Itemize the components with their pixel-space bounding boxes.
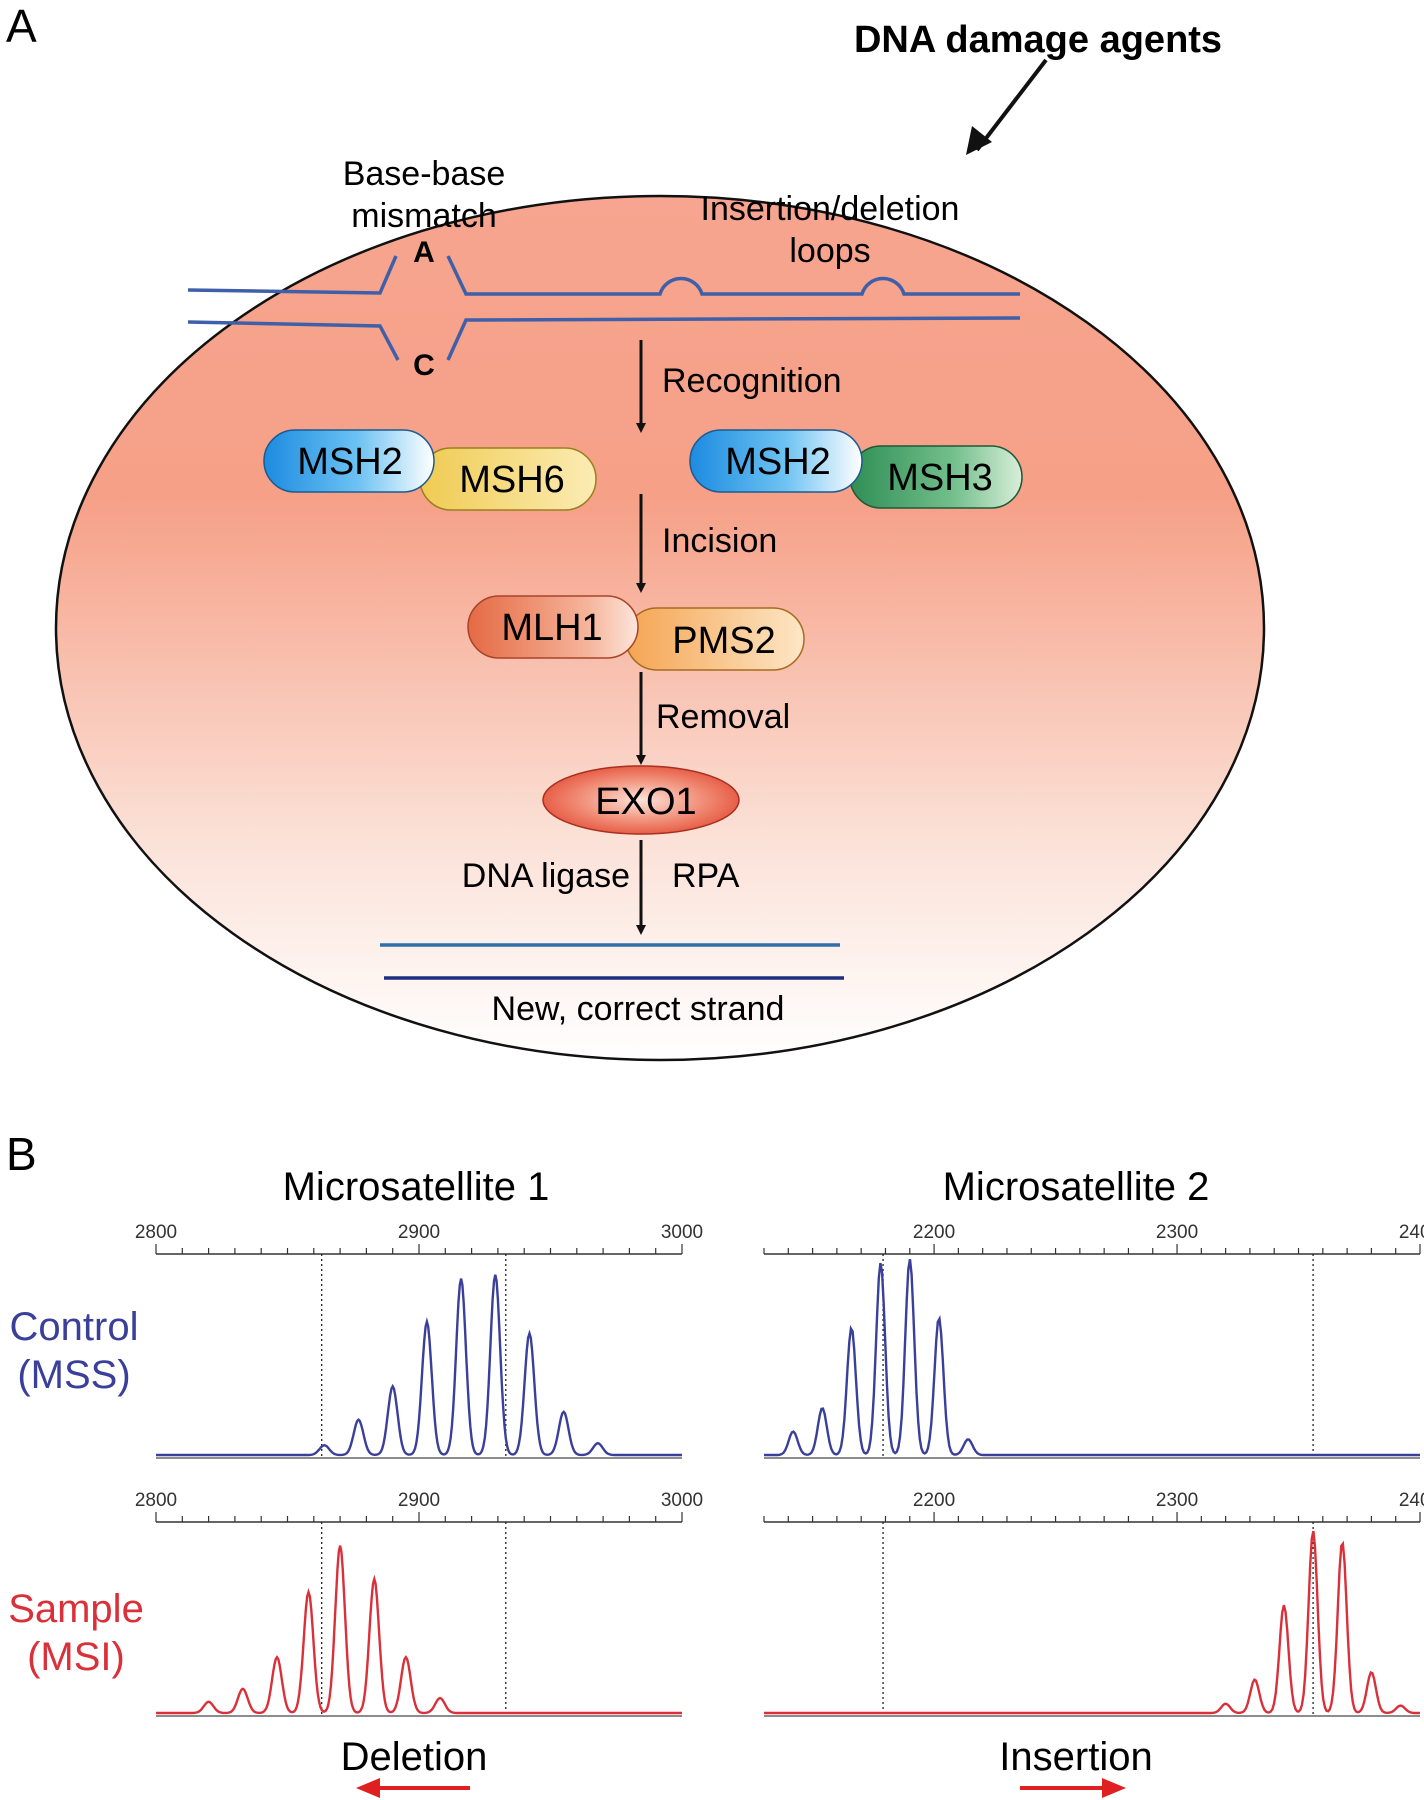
tick-label: 3000 [661, 1490, 703, 1511]
row-control-line2: (MSS) [17, 1353, 130, 1397]
tick-label: 2800 [135, 1222, 177, 1243]
ms1-control-plot: 2800 2900 3000 [135, 1222, 703, 1459]
row-sample-line2: (MSI) [27, 1635, 125, 1679]
msh2-msh3-complex: MSH2 MSH3 [689, 429, 1023, 509]
ms1-title: Microsatellite 1 [283, 1165, 550, 1209]
msh2-protein-b [689, 429, 863, 493]
mlh1-protein [467, 595, 639, 659]
trace-line [764, 1530, 1420, 1715]
exo1-protein: EXO1 [542, 765, 740, 835]
trace-line [156, 1274, 682, 1457]
electropherogram-traces: 2800290030002800290030002200230024002200… [135, 1222, 1424, 1717]
mlh1-pms2-complex: MLH1 PMS2 [467, 595, 805, 671]
svg-text:MSH2: MSH2 [725, 441, 831, 483]
agents-label: DNA damage agents [854, 19, 1222, 61]
trace-line [764, 1258, 1420, 1457]
mismatch-label-line1: Base-base [343, 155, 506, 193]
panel-a-letter: A [6, 0, 37, 52]
tick-label: 2400 [1399, 1490, 1424, 1511]
ms2-sample-plot: 2200 2300 2400 [763, 1490, 1424, 1717]
row-control-line1: Control [10, 1305, 139, 1349]
svg-text:EXO1: EXO1 [595, 781, 696, 823]
ms2-title: Microsatellite 2 [943, 1165, 1210, 1209]
base-bottom: C [413, 349, 435, 382]
msh2-msh6-complex: MSH2 MSH6 [263, 429, 597, 511]
tick-label: 2300 [1156, 1490, 1198, 1511]
svg-text:MSH6: MSH6 [459, 459, 565, 501]
row-sample-line1: Sample [8, 1587, 144, 1631]
step-recognition: Recognition [662, 362, 842, 400]
msh2-protein [263, 429, 435, 493]
tick-label: 3000 [661, 1222, 703, 1243]
tick-label: 2200 [913, 1222, 955, 1243]
svg-text:MLH1: MLH1 [501, 607, 602, 649]
tick-label: 2400 [1399, 1222, 1424, 1243]
step-incision: Incision [662, 522, 777, 560]
base-top: A [413, 236, 435, 269]
dna-duplex [187, 255, 1021, 361]
ligase-label: DNA ligase [462, 857, 630, 895]
agents-arrow-head [966, 126, 992, 155]
dna-top-strand [187, 255, 1020, 296]
insertion-label: Insertion [999, 1735, 1152, 1779]
loops-label-line2: loops [789, 232, 870, 270]
step-removal: Removal [656, 698, 790, 736]
svg-text:MSH2: MSH2 [297, 441, 403, 483]
tick-label: 2300 [1156, 1222, 1198, 1243]
rpa-label: RPA [672, 857, 740, 895]
agents-arrow [975, 58, 1048, 152]
deletion-arrow [356, 1778, 470, 1798]
dna-bottom-strand [187, 316, 1021, 361]
tick-label: 2800 [135, 1490, 177, 1511]
svg-text:PMS2: PMS2 [672, 620, 775, 662]
svg-text:MSH3: MSH3 [887, 457, 993, 499]
deletion-label: Deletion [341, 1735, 488, 1779]
loops-label-line1: Insertion/deletion [701, 190, 960, 228]
tick-label: 2900 [398, 1490, 440, 1511]
insertion-arrow [1020, 1778, 1126, 1798]
tick-label: 2900 [398, 1222, 440, 1243]
ms1-sample-plot: 2800 2900 3000 [135, 1490, 703, 1717]
strand-label: New, correct strand [492, 990, 785, 1028]
tick-label: 2200 [913, 1490, 955, 1511]
ms2-control-plot: 2200 2300 2400 [763, 1222, 1424, 1459]
panel-b-letter: B [6, 1128, 37, 1180]
mismatch-label-line2: mismatch [351, 197, 496, 235]
trace-line [156, 1545, 682, 1715]
